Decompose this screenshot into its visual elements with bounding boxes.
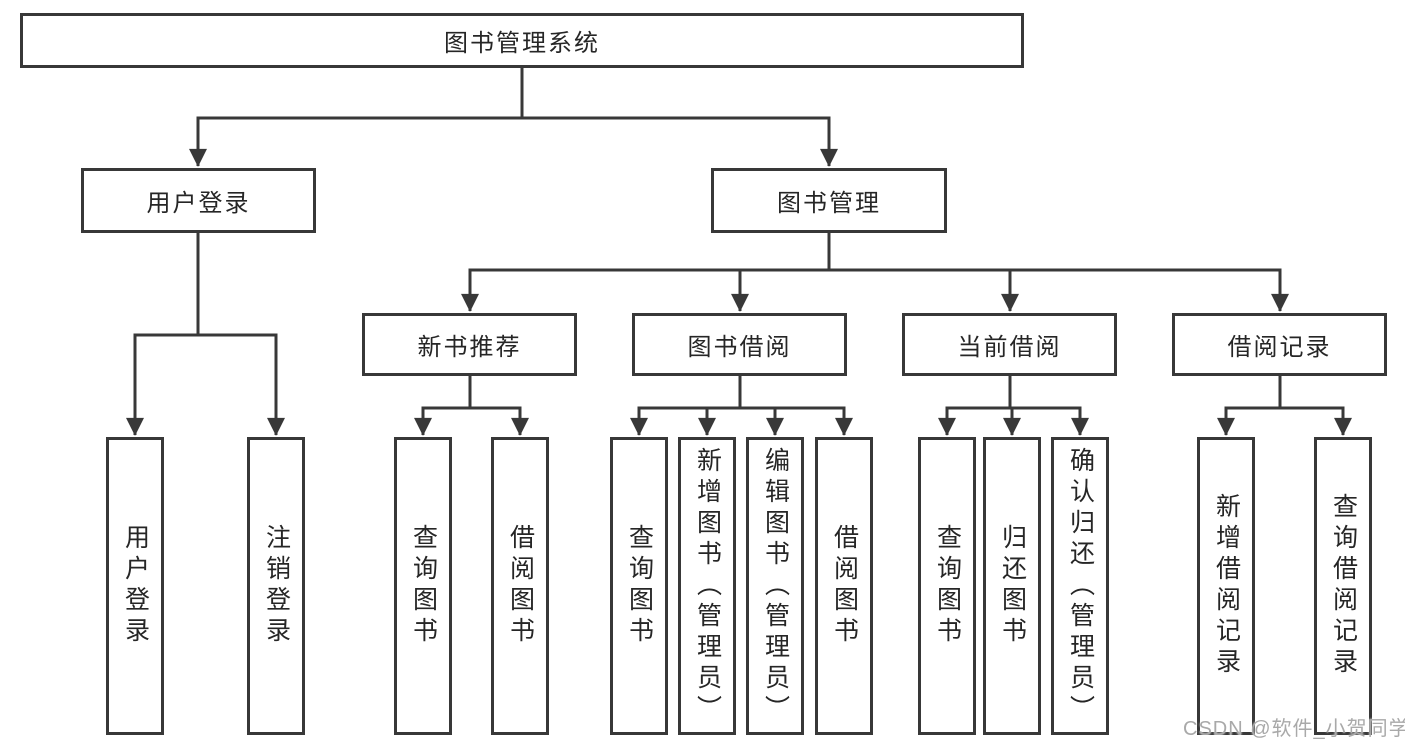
leaf-label: 借阅图书: [506, 524, 535, 648]
leaf-borrow-books-recommend: 借阅图书: [491, 437, 549, 735]
leaf-edit-book-admin: 编辑图书（管理员）: [746, 437, 804, 735]
node-current-borrow: 当前借阅: [902, 313, 1117, 376]
leaf-label: 查询图书: [933, 524, 962, 648]
leaf-return-book: 归还图书: [983, 437, 1041, 735]
node-book-management: 图书管理: [711, 168, 947, 233]
leaf-label: 用户登录: [121, 524, 150, 648]
node-label: 新书推荐: [417, 334, 522, 361]
leaf-label: 新增借阅记录: [1212, 493, 1241, 679]
node-label: 用户登录: [146, 190, 251, 217]
leaf-label: 编辑图书（管理员）: [761, 446, 790, 726]
leaf-query-borrow-record: 查询借阅记录: [1314, 437, 1372, 735]
leaf-confirm-return-admin: 确认归还（管理员）: [1051, 437, 1109, 735]
leaf-label: 归还图书: [998, 524, 1027, 648]
leaf-label: 查询图书: [409, 524, 438, 648]
leaf-query-books-borrow: 查询图书: [610, 437, 668, 735]
leaf-query-books-current: 查询图书: [918, 437, 976, 735]
node-user-login: 用户登录: [81, 168, 316, 233]
leaf-add-book-admin: 新增图书（管理员）: [678, 437, 736, 735]
leaf-label: 注销登录: [262, 524, 291, 648]
leaf-label: 查询借阅记录: [1329, 493, 1358, 679]
leaf-label: 查询图书: [625, 524, 654, 648]
node-borrow-records: 借阅记录: [1172, 313, 1387, 376]
leaf-query-books-recommend: 查询图书: [394, 437, 452, 735]
leaf-user-login: 用户登录: [106, 437, 164, 735]
node-label: 图书管理系统: [444, 30, 600, 57]
leaf-label: 确认归还（管理员）: [1066, 446, 1095, 726]
node-label: 图书借阅: [687, 334, 792, 361]
node-label: 当前借阅: [957, 334, 1062, 361]
node-book-borrow: 图书借阅: [632, 313, 847, 376]
node-label: 借阅记录: [1227, 334, 1332, 361]
leaf-logout: 注销登录: [247, 437, 305, 735]
leaf-borrow-books: 借阅图书: [815, 437, 873, 735]
node-label: 图书管理: [777, 190, 881, 217]
csdn-watermark: CSDN @软件_小贺同学: [1183, 718, 1405, 740]
connector-arrows: [126, 118, 1352, 436]
node-library-management-system: 图书管理系统: [20, 13, 1024, 68]
leaf-label: 新增图书（管理员）: [693, 446, 722, 726]
leaf-add-borrow-record: 新增借阅记录: [1197, 437, 1255, 735]
leaf-label: 借阅图书: [830, 524, 859, 648]
node-new-book-recommend: 新书推荐: [362, 313, 577, 376]
